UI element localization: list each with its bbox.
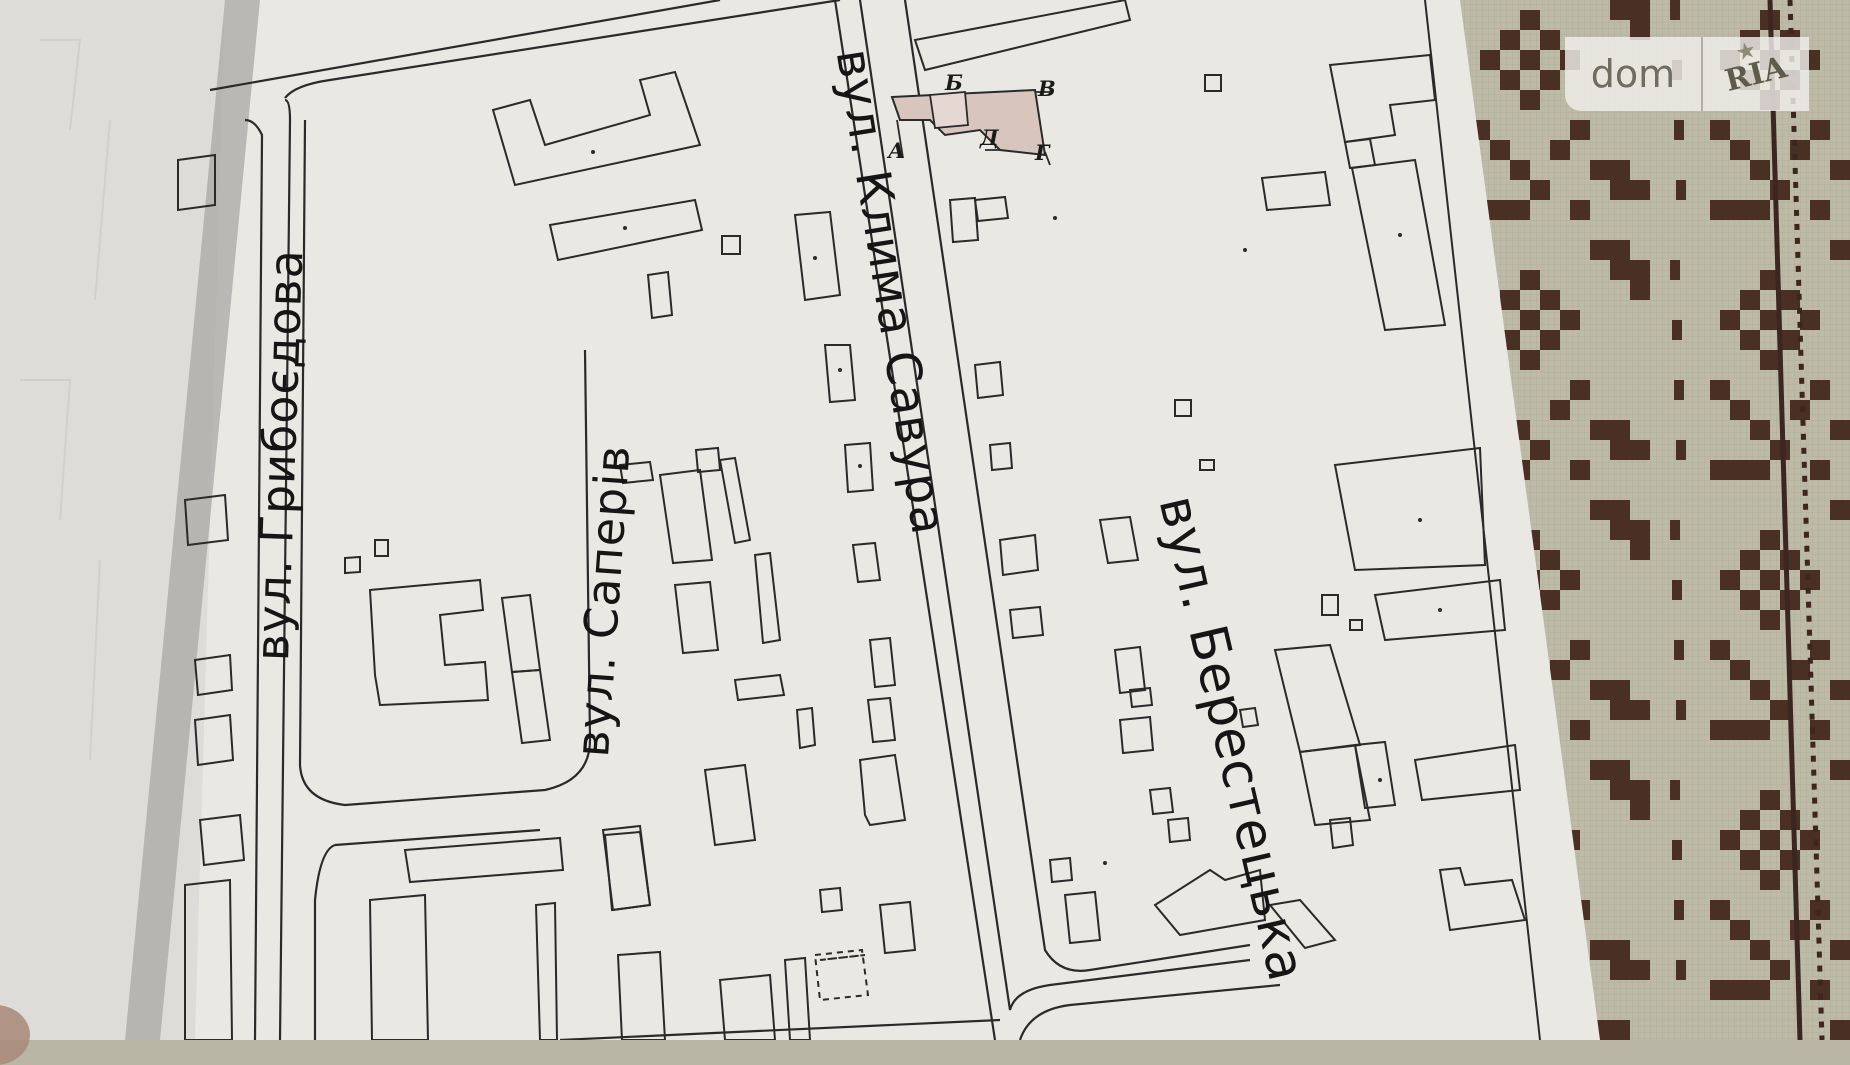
page-shadow (125, 0, 260, 1040)
vertex-label-v: В (1038, 76, 1056, 101)
cadastral-plan (0, 0, 1600, 1040)
highlighted-parcel (890, 88, 1052, 166)
logo-dom-text: dom (1590, 52, 1676, 96)
domria-watermark: dom ★ RIA (1565, 36, 1811, 111)
paper-sheet (0, 0, 1600, 1040)
vertex-label-d: Д (980, 125, 999, 150)
vertex-label-a: А (888, 138, 906, 163)
logo-ria-text: ★ RIA (1700, 36, 1811, 104)
vertex-label-b: Б (945, 70, 963, 95)
vertex-label-g: Г (1035, 140, 1050, 165)
logo-divider (1701, 37, 1703, 111)
